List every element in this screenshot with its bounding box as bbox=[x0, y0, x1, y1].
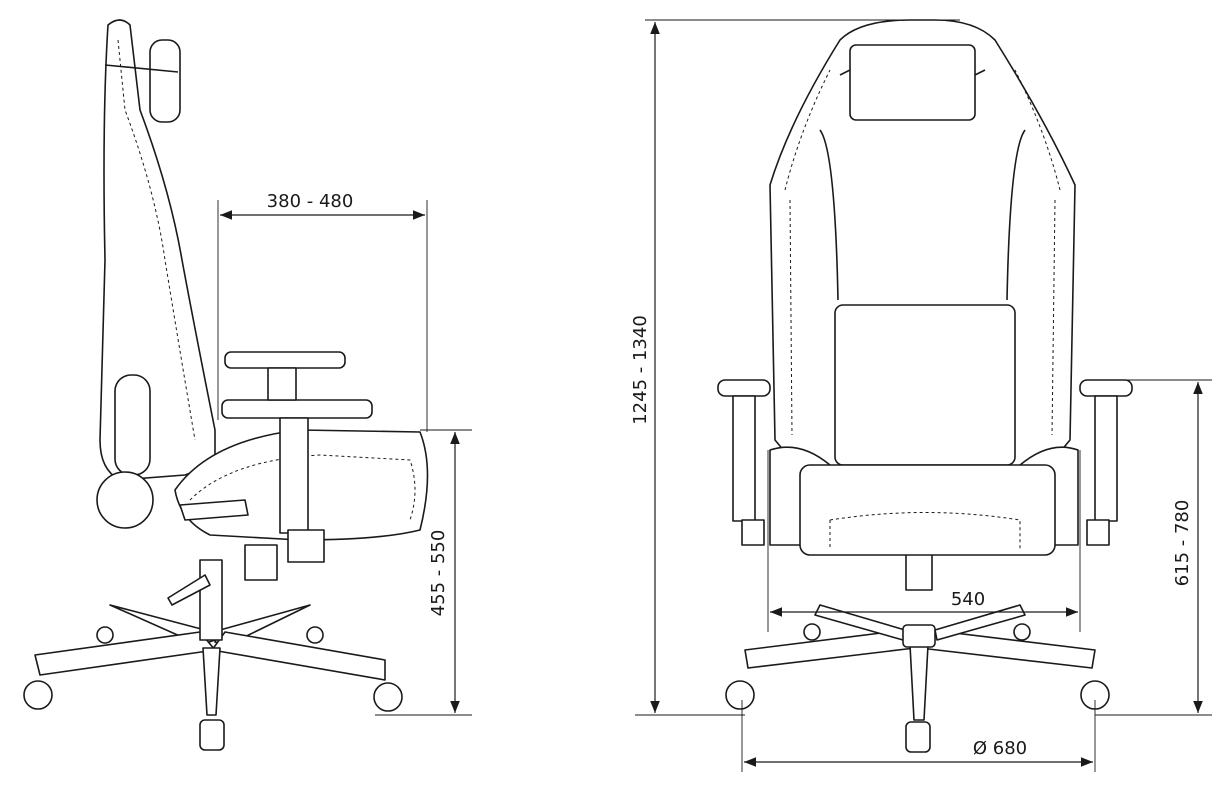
armrest-height-dimension: 615 - 780 bbox=[1095, 379, 1212, 716]
seat-height-dimension: 455 - 550 bbox=[375, 429, 472, 716]
front-headrest bbox=[849, 44, 976, 121]
seat-width-label: 540 bbox=[951, 589, 985, 610]
caster bbox=[306, 626, 324, 644]
tilt-lever bbox=[167, 574, 211, 606]
base-diameter-label: Ø 680 bbox=[973, 738, 1027, 759]
armrest-knob bbox=[287, 529, 325, 563]
side-backrest bbox=[99, 19, 216, 481]
left-armrest bbox=[717, 379, 771, 546]
seat-depth-dimension: 380 - 480 bbox=[217, 191, 428, 432]
caster bbox=[199, 719, 225, 751]
front-base bbox=[725, 549, 1110, 753]
seat-width-dimension: 540 bbox=[767, 450, 1081, 632]
side-view-chair bbox=[23, 19, 429, 751]
base-diameter-dimension: Ø 680 bbox=[741, 700, 1096, 772]
gas-cylinder bbox=[199, 559, 223, 641]
side-base bbox=[23, 544, 403, 751]
caster bbox=[96, 626, 114, 644]
side-recline-cover bbox=[114, 374, 151, 476]
height-knob bbox=[244, 544, 278, 581]
recline-knob bbox=[96, 471, 154, 529]
front-view-chair bbox=[717, 19, 1133, 753]
side-headrest bbox=[149, 39, 181, 123]
lumbar-pillow bbox=[834, 304, 1016, 466]
caster bbox=[1013, 623, 1031, 641]
caster bbox=[373, 682, 403, 712]
armrest-joint bbox=[267, 367, 297, 401]
side-armrest-lower bbox=[221, 399, 373, 419]
side-armrest-pad bbox=[224, 351, 346, 369]
caster bbox=[23, 680, 53, 710]
caster bbox=[725, 680, 755, 710]
seat-height-label: 455 - 550 bbox=[428, 530, 449, 617]
front-seat bbox=[799, 464, 1056, 556]
seat-depth-label: 380 - 480 bbox=[267, 191, 354, 212]
caster bbox=[905, 721, 931, 753]
caster bbox=[803, 623, 821, 641]
right-armrest bbox=[1079, 379, 1133, 546]
mechanism-plate bbox=[179, 499, 249, 521]
armrest-height-label: 615 - 780 bbox=[1172, 500, 1193, 587]
armrest-post bbox=[279, 417, 309, 534]
total-height-dimension: 1245 - 1340 bbox=[630, 19, 960, 716]
front-gas-cylinder bbox=[905, 549, 933, 591]
total-height-label: 1245 - 1340 bbox=[630, 315, 651, 425]
